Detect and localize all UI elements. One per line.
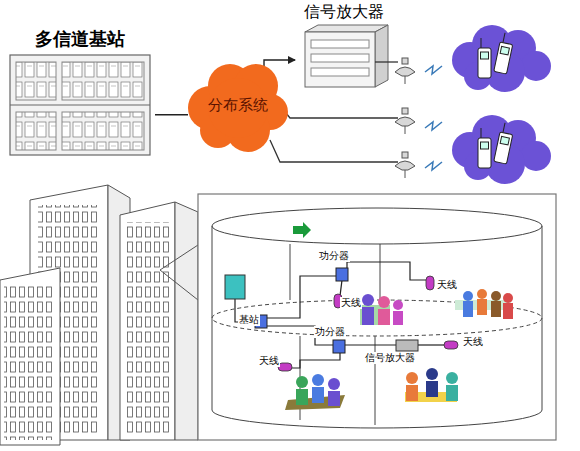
part-label: 天线 <box>340 297 362 309</box>
connector <box>155 114 188 115</box>
base-station-rack <box>10 55 150 155</box>
host-unit <box>225 275 245 299</box>
node-title: 分布系统 <box>186 96 290 115</box>
terminal-cloud <box>452 25 551 92</box>
power-splitter-box <box>336 268 348 281</box>
direction-arrow <box>293 222 311 238</box>
base-station: 多信道基站 <box>5 28 155 156</box>
node-title: 信号放大器 <box>295 2 393 22</box>
part-label: 天线 <box>436 279 458 291</box>
people <box>285 289 513 410</box>
indoor-antennas <box>278 276 458 371</box>
floor-cylinder <box>212 208 542 428</box>
indoor-wires <box>235 262 445 368</box>
feeder-wires <box>270 62 398 162</box>
part-label: 功分器 <box>318 250 350 262</box>
amplifier-box <box>305 25 388 87</box>
detail-panel <box>198 194 556 440</box>
signal-amplifier: 信号放大器 <box>295 2 393 88</box>
ceiling-antennas <box>395 58 415 178</box>
terminal-cloud <box>452 115 551 184</box>
distribution-cloud: 分布系统 <box>186 56 290 154</box>
part-label: 功分器 <box>314 326 346 338</box>
walkie-talkies <box>478 32 515 168</box>
indoor-amplifier <box>396 340 418 351</box>
power-splitter-box <box>333 340 345 353</box>
part-label: 基站 <box>238 314 260 326</box>
building <box>0 185 198 445</box>
part-label: 天线 <box>258 355 280 367</box>
connector <box>264 60 295 68</box>
part-label: 天线 <box>462 336 484 348</box>
radio-waves <box>425 66 442 170</box>
node-title: 多信道基站 <box>5 28 155 50</box>
part-label: 信号放大器 <box>364 352 416 364</box>
